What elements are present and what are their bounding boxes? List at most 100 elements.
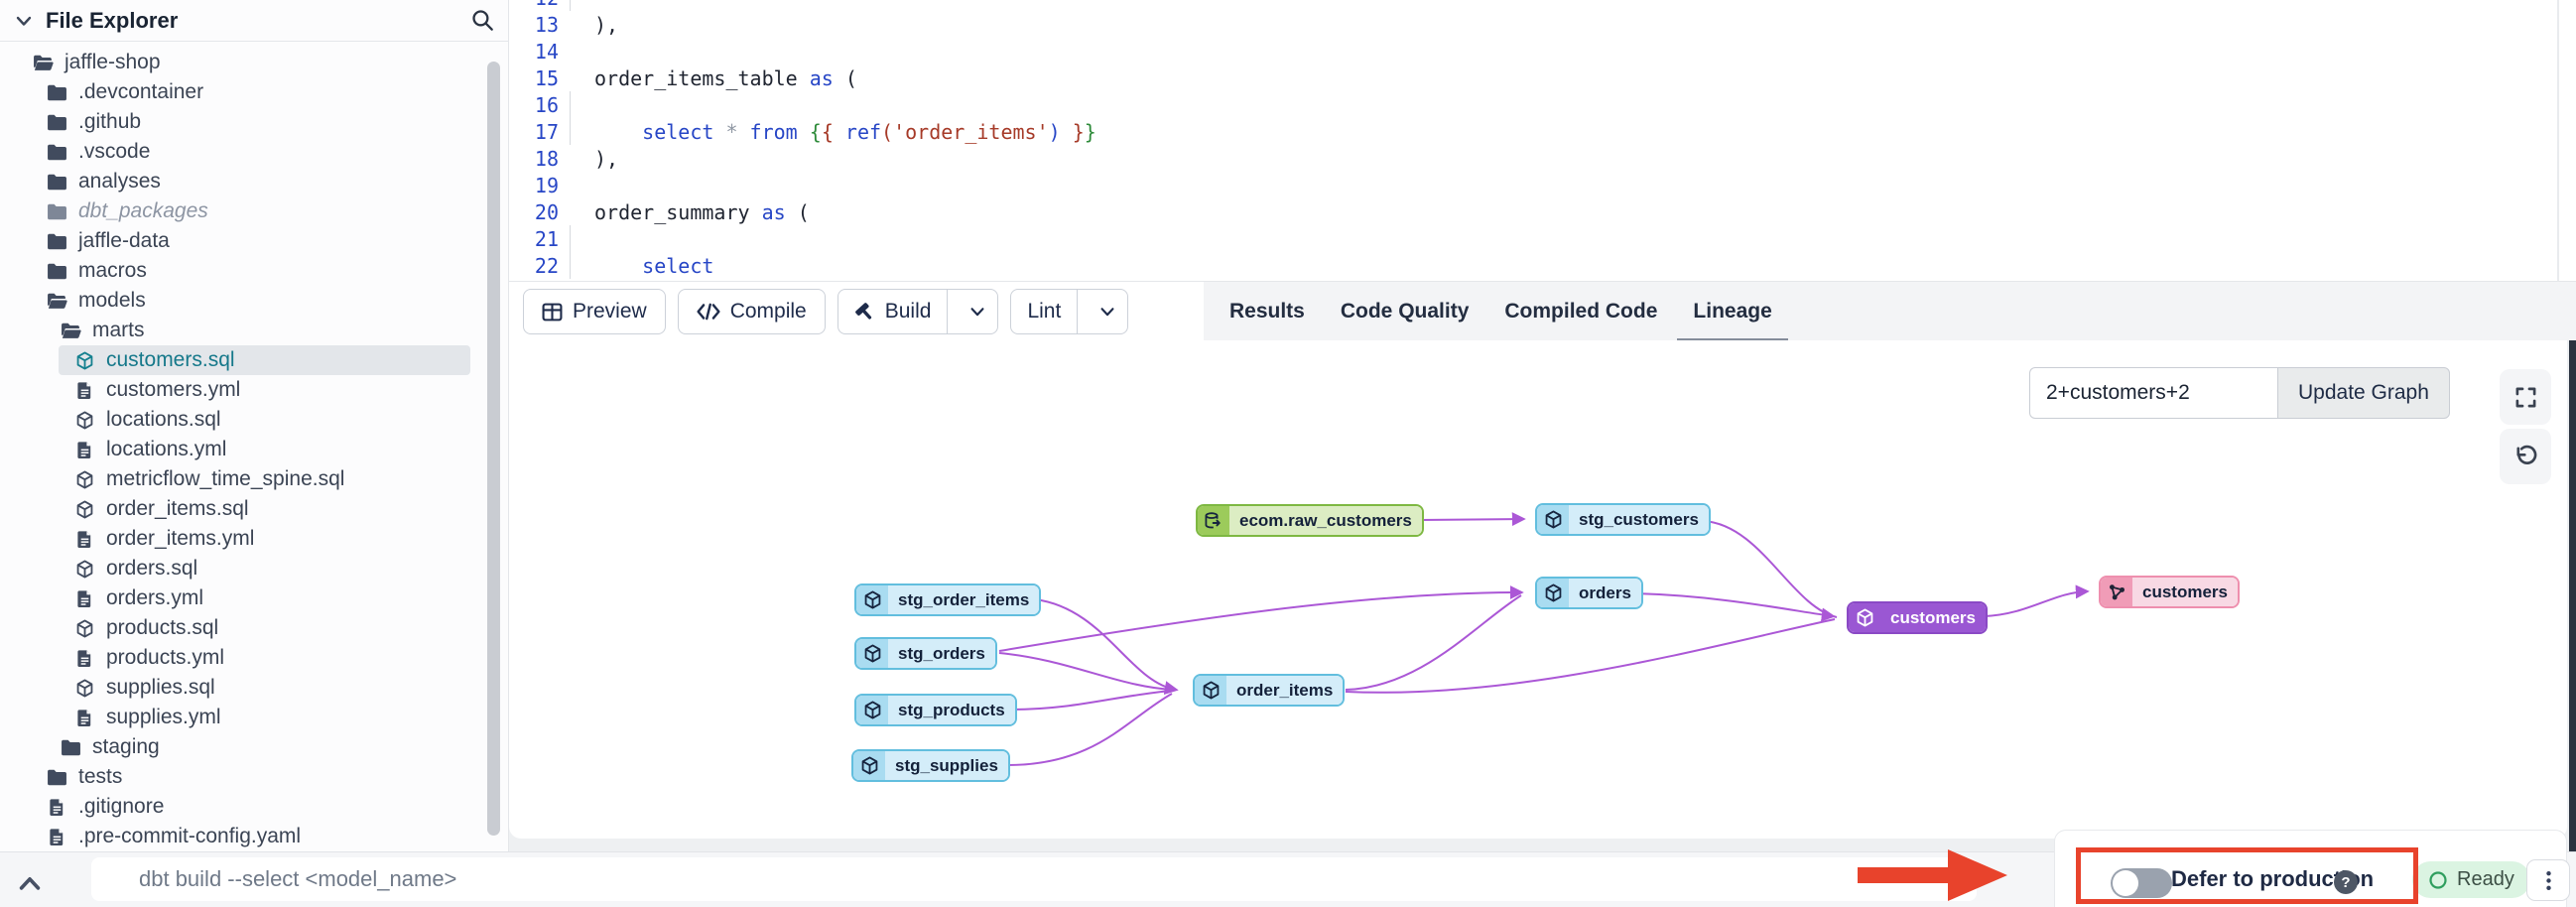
tree-item-tests[interactable]: tests [0,762,490,792]
tab-compiled-code[interactable]: Compiled Code [1488,282,1673,341]
lineage-node-stg-supplies[interactable]: stg_supplies [851,749,1010,782]
build-button[interactable]: Build [838,290,949,333]
tree-item-marts[interactable]: marts [0,316,490,345]
build-split-button: Build [837,289,999,334]
tree-item-customers.sql[interactable]: customers.sql [59,345,470,375]
tree-item-orders.sql[interactable]: orders.sql [0,554,490,583]
tree-item-.pre-commit-config.yaml[interactable]: .pre-commit-config.yaml [0,822,490,851]
file-icon [74,709,95,727]
line-number: 13 [534,12,559,37]
lineage-scrollbar[interactable] [2569,340,2576,907]
tree-item-metricflow_time_spine.sql[interactable]: metricflow_time_spine.sql [0,464,490,494]
tree-item-label: analyses [78,170,161,193]
tree-item-locations.sql[interactable]: locations.sql [0,405,490,435]
folder-icon [47,768,67,787]
fullscreen-button[interactable] [2500,369,2551,425]
sidebar-scrollbar[interactable] [487,62,500,836]
tab-lineage[interactable]: Lineage [1677,282,1789,341]
line-number: 21 [534,226,559,251]
file-explorer-header: File Explorer [0,0,508,42]
tree-item-jaffle-data[interactable]: jaffle-data [0,226,490,256]
code-line-13: 13), [509,11,2576,38]
tree-item-label: jaffle-data [78,229,170,252]
tree-item-macros[interactable]: macros [0,256,490,286]
command-input[interactable] [91,857,1977,901]
lineage-node-stg-order-items[interactable]: stg_order_items [854,583,1042,616]
tree-item-label: customers.sql [106,348,235,371]
hammer-icon [854,302,875,323]
folder-icon [61,322,81,340]
annotation-arrow-shaft [1858,867,1948,883]
lineage-node-stg-customers[interactable]: stg_customers [1535,503,1711,536]
lineage-node-orders[interactable]: orders [1535,577,1643,609]
model-cube-icon [74,560,95,579]
tree-item-.vscode[interactable]: .vscode [0,137,490,167]
tree-item-supplies.yml[interactable]: supplies.yml [0,703,490,732]
tree-item-orders.yml[interactable]: orders.yml [0,583,490,613]
tree-item-.devcontainer[interactable]: .devcontainer [0,77,490,107]
node-label: order_items [1226,676,1344,705]
lineage-node-stg-orders[interactable]: stg_orders [854,637,997,670]
chevron-up-icon[interactable] [16,869,44,897]
tree-item-products.sql[interactable]: products.sql [0,613,490,643]
lineage-panel: ecom.raw_customers stg_customers orders … [509,340,2567,839]
compile-button[interactable]: Compile [677,289,826,334]
tree-item-label: products.sql [106,616,219,639]
lineage-node-stg-products[interactable]: stg_products [854,694,1017,726]
node-label: customers [2132,578,2238,606]
chevron-down-icon [968,303,986,321]
lineage-node-customers-selected[interactable]: customers [1847,601,1988,634]
tree-item-label: staging [92,735,160,758]
tree-item-staging[interactable]: staging [0,732,490,762]
tree-item-order_items.yml[interactable]: order_items.yml [0,524,490,554]
model-cube-icon [74,679,95,698]
overflow-menu-button[interactable] [2526,859,2570,901]
lineage-node-order-items[interactable]: order_items [1193,674,1346,707]
model-cube-icon [856,639,888,668]
lint-label: Lint [1027,300,1062,323]
chevron-down-icon[interactable] [14,11,34,31]
tree-item-products.yml[interactable]: products.yml [0,643,490,673]
lint-dropdown-button[interactable] [1088,290,1127,333]
update-graph-button[interactable]: Update Graph [2277,367,2450,419]
tab-results[interactable]: Results [1214,282,1321,341]
lineage-selector-input[interactable] [2029,367,2277,419]
tree-item-models[interactable]: models [0,286,490,316]
line-number: 12 [509,0,559,10]
lineage-node-raw-customers[interactable]: ecom.raw_customers [1196,504,1424,537]
tree-item-.github[interactable]: .github [0,107,490,137]
source-database-icon [1198,506,1229,535]
tree-item-locations.yml[interactable]: locations.yml [0,435,490,464]
tree-item-supplies.sql[interactable]: supplies.sql [0,673,490,703]
expand-icon [2514,386,2537,409]
search-icon[interactable] [471,9,494,32]
tree-item-label: supplies.sql [106,676,215,699]
compile-label: Compile [729,300,807,323]
preview-button[interactable]: Preview [523,289,666,334]
lint-button[interactable]: Lint [1011,290,1079,333]
line-number: 15 [534,65,559,90]
editor-scrollbar[interactable] [2557,0,2559,281]
tab-code-quality[interactable]: Code Quality [1325,282,1485,341]
node-label: orders [1569,579,1641,607]
tree-item-.gitignore[interactable]: .gitignore [0,792,490,822]
code-line-16: 16 [509,91,2576,118]
tree-item-jaffle-shop[interactable]: jaffle-shop [0,48,490,77]
node-label: customers [1880,603,1986,632]
code-line-19: 19 [509,172,2576,198]
help-icon[interactable]: ? [2334,870,2358,894]
tree-item-analyses[interactable]: analyses [0,167,490,196]
build-dropdown-button[interactable] [958,290,997,333]
reset-view-button[interactable] [2500,429,2551,484]
code-line-17: 17 select * from {{ ref('order_items') }… [509,118,2576,145]
tree-item-order_items.sql[interactable]: order_items.sql [0,494,490,524]
tree-item-dbt_packages[interactable]: dbt_packages [0,196,490,226]
tree-item-customers.yml[interactable]: customers.yml [0,375,490,405]
defer-to-production-toggle[interactable] [2111,868,2172,898]
lineage-node-customers-exposure[interactable]: customers [2099,576,2240,608]
preview-grid-icon [542,302,563,323]
node-label: stg_products [888,696,1015,724]
file-icon [47,828,67,846]
